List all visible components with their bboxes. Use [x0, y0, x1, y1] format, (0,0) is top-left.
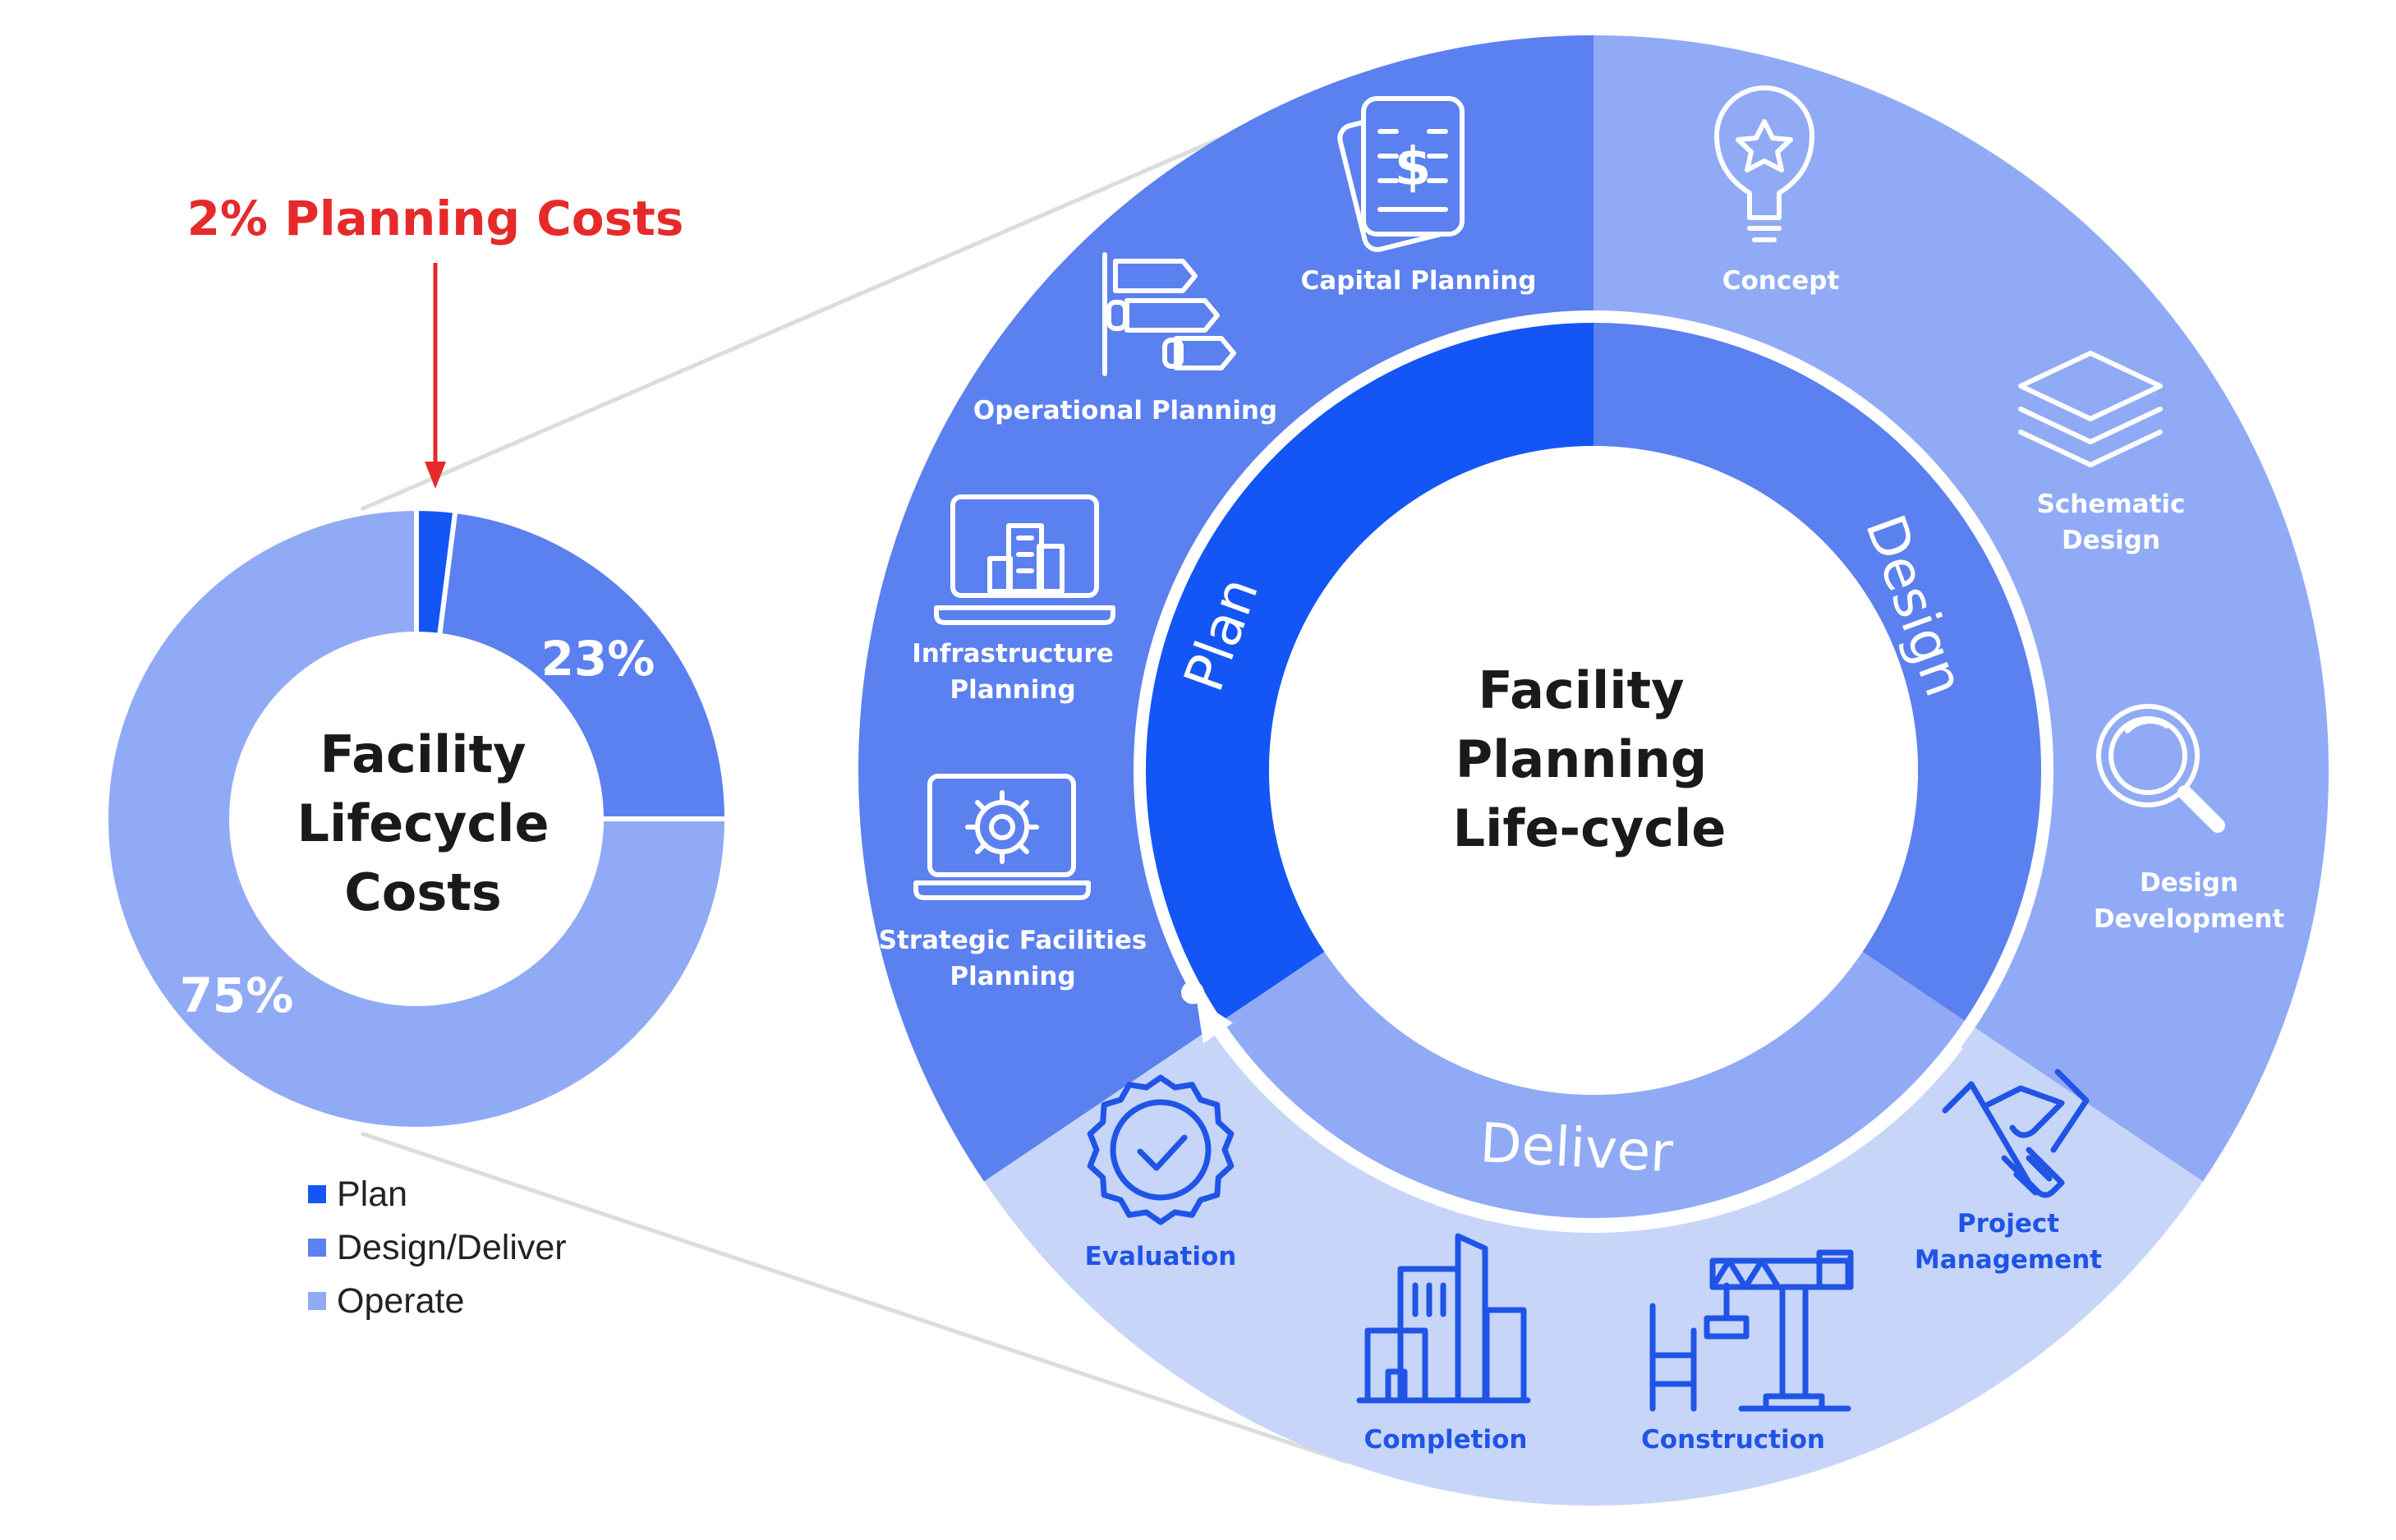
step-completion: Completion — [1356, 1233, 1531, 1455]
legend-swatch-plan — [308, 1185, 326, 1203]
legend-swatch-operate — [308, 1292, 326, 1310]
step-label-strategic-facilities-planning-2: Planning — [950, 962, 1075, 991]
step-label-concept: Concept — [1722, 266, 1840, 296]
svg-text:Plan: Plan — [337, 1175, 407, 1214]
step-label-completion: Completion — [1364, 1425, 1527, 1455]
cycle-arrow — [1201, 1011, 1963, 1233]
step-label-evaluation: Evaluation — [1085, 1242, 1237, 1271]
step-label-strategic-facilities-planning-1: Strategic Facilities — [879, 926, 1147, 955]
step-label-capital-planning: Capital Planning — [1301, 266, 1537, 296]
zoom-connector-lines — [361, 117, 1348, 1464]
invoice-dollar-icon: $ — [1337, 96, 1465, 252]
step-operational-planning: Operational Planning — [973, 252, 1277, 425]
step-label-schematic-design-1: Schematic — [2037, 490, 2186, 519]
handshake-icon — [1942, 1069, 2090, 1198]
legend-swatch-design-deliver — [308, 1239, 326, 1257]
step-capital-planning: $ Capital Planning — [1301, 96, 1537, 296]
cycle-arrowhead — [1196, 1000, 1233, 1044]
buildings-icon — [1356, 1233, 1531, 1404]
svg-text:$: $ — [1395, 137, 1432, 198]
step-schematic-design: Schematic Design — [2018, 351, 2186, 555]
step-label-infrastructure-planning-2: Planning — [950, 675, 1075, 705]
flag-steps-icon — [1102, 252, 1236, 376]
phase-ring-design — [1594, 323, 2041, 1021]
donut-title-line-3: Costs — [344, 862, 502, 922]
step-label-project-management-1: Project — [1957, 1209, 2059, 1239]
donut-label-operate: 75% — [180, 968, 294, 1023]
step-construction: Construction — [1641, 1249, 1854, 1455]
lifecycle-wheel: Plan Design Deliver Facility Planning Li… — [858, 35, 2329, 1506]
cycle-start-dot — [1180, 981, 1204, 1004]
crane-icon — [1649, 1249, 1854, 1412]
laptop-gear-icon — [913, 774, 1091, 900]
donut-slice-operate — [103, 505, 730, 1132]
legend-item-operate: Operate — [308, 1281, 464, 1321]
step-label-design-development-2: Development — [2094, 904, 2284, 934]
callout-arrow — [425, 263, 446, 489]
magnifier-icon — [2096, 704, 2225, 833]
donut-title-line-2: Lifecycle — [297, 793, 549, 853]
step-label-schematic-design-2: Design — [2062, 526, 2160, 555]
donut-slice-design-deliver — [436, 508, 730, 821]
step-label-construction: Construction — [1641, 1425, 1825, 1455]
phase-ring-deliver — [1222, 951, 1965, 1218]
step-label-operational-planning: Operational Planning — [973, 396, 1277, 425]
legend-item-plan: Plan — [308, 1175, 407, 1214]
phase-ring-plan — [1146, 323, 1594, 1021]
step-label-design-development-1: Design — [2140, 868, 2238, 898]
phase-label-deliver: Deliver — [1479, 1111, 1675, 1184]
svg-text:Operate: Operate — [337, 1281, 464, 1321]
step-label-project-management-2: Management — [1915, 1245, 2102, 1275]
donut-title-line-1: Facility — [320, 724, 526, 784]
donut-legend: Plan Design/Deliver Operate — [308, 1175, 567, 1321]
step-strategic-facilities-planning: Strategic Facilities Planning — [879, 774, 1147, 991]
svg-text:Design/Deliver: Design/Deliver — [337, 1228, 567, 1267]
step-project-management: Project Management — [1915, 1069, 2102, 1275]
step-concept: Concept — [1714, 85, 1840, 296]
wheel-title-line-2: Planning — [1456, 729, 1708, 789]
step-label-infrastructure-planning-1: Infrastructure — [912, 639, 1114, 669]
lightbulb-star-icon — [1714, 85, 1814, 242]
step-evaluation: Evaluation — [1085, 1074, 1237, 1271]
callout-planning-costs: 2% Planning Costs — [187, 191, 684, 246]
step-design-development: Design Development — [2094, 704, 2284, 934]
laptop-buildings-icon — [934, 494, 1115, 625]
wheel-title-line-3: Life-cycle — [1453, 798, 1727, 858]
legend-item-design-deliver: Design/Deliver — [308, 1228, 567, 1267]
lifecycle-cost-donut: 23% 75% Facility Lifecycle Costs — [103, 505, 730, 1132]
layers-icon — [2018, 351, 2163, 467]
step-infrastructure-planning: Infrastructure Planning — [912, 494, 1115, 705]
badge-check-icon — [1087, 1074, 1235, 1225]
wheel-center — [1269, 446, 1918, 1095]
wheel-title-line-1: Facility — [1478, 660, 1684, 720]
donut-label-design-deliver: 23% — [541, 631, 655, 687]
